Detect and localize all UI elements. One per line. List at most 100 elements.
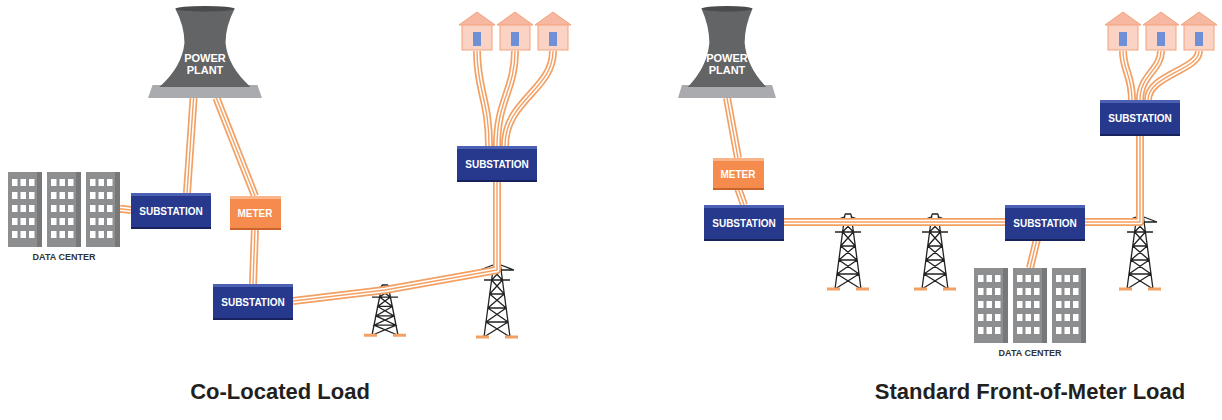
window [1056,327,1062,334]
window [1026,327,1032,334]
window [60,218,66,225]
figure-caption: Standard Front-of-Meter Load [875,379,1185,405]
window [987,301,993,308]
power-line-gap [738,188,744,205]
window [1073,275,1079,282]
window [987,314,993,321]
window [29,179,35,186]
window [1065,314,1071,321]
plant-base [678,85,776,98]
power-line [784,222,1005,223]
meter-box: METER [230,196,281,228]
window [107,218,113,225]
power-line [120,209,131,210]
power-line [216,98,255,196]
window [1017,301,1023,308]
data-center: DATA CENTER [974,268,1086,360]
power-line-core [727,98,738,158]
window [1065,275,1071,282]
window [90,231,96,238]
power-line-gap [253,228,255,284]
window [995,327,1001,334]
power-line-gap [187,98,194,193]
window [1056,275,1062,282]
house-icon [459,12,495,50]
houses [459,12,1217,50]
window [12,205,18,212]
window [107,231,113,238]
power-line [187,98,194,193]
window [90,192,96,199]
window [1026,288,1032,295]
window [987,327,993,334]
power-line [253,228,255,284]
window [107,205,113,212]
window [60,192,66,199]
house-icon [1105,12,1141,50]
substation-box: SUBSTATION [131,193,211,227]
tower-body [688,9,766,87]
window [29,205,35,212]
building-side [37,172,42,247]
window [29,192,35,199]
house-wires-core [477,51,1199,146]
window [1017,288,1023,295]
house-icon [1143,12,1179,50]
window [1026,314,1032,321]
power-line [216,98,255,196]
window [21,179,27,186]
building-side [1042,268,1047,343]
window [1034,275,1040,282]
window [21,231,27,238]
substation-box: SUBSTATION [704,205,784,239]
window [1034,301,1040,308]
window [995,275,1001,282]
power-line-core [738,188,744,205]
power-plant-label: POWER PLANT [180,52,230,76]
window [68,205,74,212]
window [51,218,57,225]
building [1052,268,1086,343]
power-line-core [1085,134,1140,222]
power-line-gap [784,220,1005,225]
power-line-core [253,228,255,284]
substation-box-label: SUBSTATION [1013,218,1077,229]
building [47,172,81,247]
building [1013,268,1047,343]
power-line [738,188,744,205]
tower-rim [702,6,753,12]
window [978,301,984,308]
window [1017,314,1023,321]
window [99,218,105,225]
window [90,218,96,225]
window [978,327,984,334]
building [86,172,120,247]
window [29,231,35,238]
window [12,179,18,186]
data-center: DATA CENTER [8,172,120,264]
data-center-buildings [8,172,120,247]
substation-box-label: SUBSTATION [1108,113,1172,124]
power-line-core [187,98,194,193]
window [60,205,66,212]
building [974,268,1008,343]
window [1056,301,1062,308]
power-plant-label: POWER PLANT [702,52,752,76]
building [8,172,42,247]
tower-rim [175,6,234,12]
window [995,314,1001,321]
power-line-core [784,221,1005,222]
power-line [1085,134,1140,222]
window [1056,314,1062,321]
power-line [727,98,738,158]
window [1073,301,1079,308]
window [1026,275,1032,282]
window [99,192,105,199]
data-center-label: DATA CENTER [999,348,1062,358]
window [90,205,96,212]
window [1034,288,1040,295]
window [1017,275,1023,282]
substation-box-label: SUBSTATION [221,297,285,308]
window [1065,288,1071,295]
window [68,218,74,225]
